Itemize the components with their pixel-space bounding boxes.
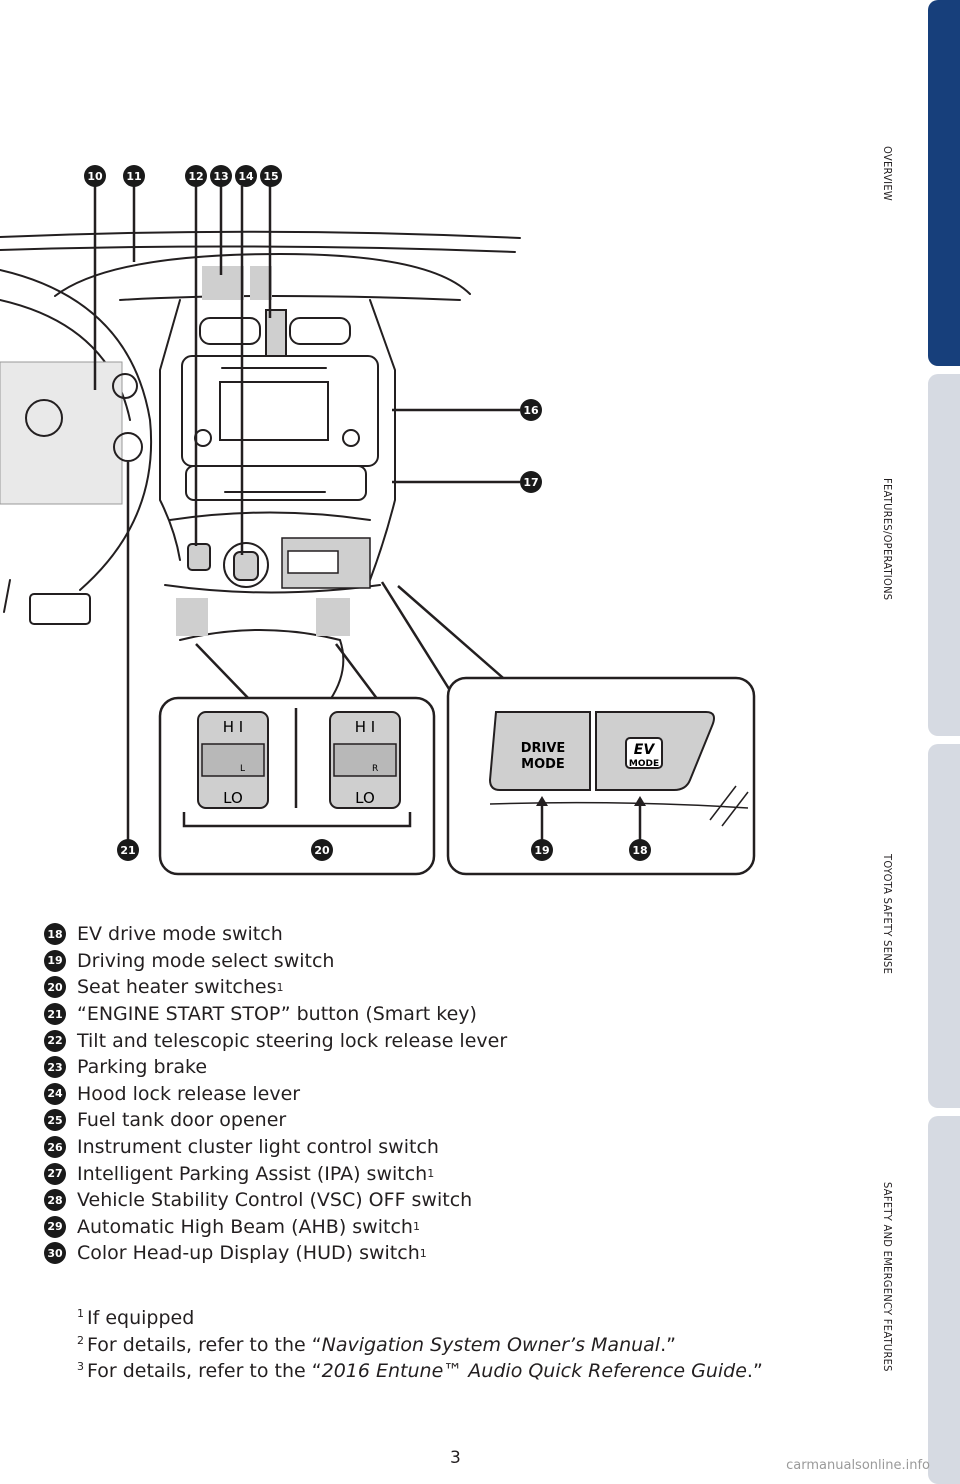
seat-right-side: R <box>372 764 378 774</box>
legend-item: 24 Hood lock release lever <box>44 1081 507 1108</box>
ev-label-1: EV <box>634 742 656 758</box>
legend-text: Tilt and telescopic steering lock releas… <box>77 1029 508 1052</box>
drive-mode-label-2: MODE <box>521 757 565 772</box>
footnote-ref: 1 <box>276 980 284 994</box>
footnote-ref: 1 <box>412 1220 420 1234</box>
legend-text: Automatic High Beam (AHB) switch <box>77 1215 413 1238</box>
legend-item: 21 “ENGINE START STOP” button (Smart key) <box>44 1001 507 1028</box>
legend-number: 29 <box>44 1215 66 1238</box>
legend-number: 21 <box>44 1003 66 1026</box>
callout-19: 19 <box>534 844 549 857</box>
legend-text: EV drive mode switch <box>77 923 283 946</box>
legend-item: 26 Instrument cluster light control switc… <box>44 1134 507 1161</box>
callout-21: 21 <box>120 844 135 857</box>
legend-text: Color Head-up Display (HUD) switch <box>77 1242 420 1265</box>
legend-item: 28 Vehicle Stability Control (VSC) OFF sw… <box>44 1187 507 1214</box>
drive-mode-label-1: DRIVE <box>521 741 566 756</box>
legend-list: 18 EV drive mode switch 19 Driving mode se… <box>44 921 507 1267</box>
legend-item: 23 Parking brake <box>44 1054 507 1081</box>
footnote-ref: 1 <box>419 1246 427 1260</box>
ev-label-2: MODE <box>629 759 659 769</box>
tab-safety-label: SAFETY AND EMERGENCY FEATURES <box>881 1182 894 1372</box>
legend-text: Fuel tank door opener <box>77 1109 287 1132</box>
legend-number: 25 <box>44 1109 66 1132</box>
callout-13: 13 <box>213 170 228 183</box>
seat-left-lo: LO <box>223 789 243 807</box>
footnote-ref: 1 <box>427 1167 435 1181</box>
legend-item: 25 Fuel tank door opener <box>44 1107 507 1134</box>
legend-text: Driving mode select switch <box>77 949 335 972</box>
legend-number: 22 <box>44 1029 66 1052</box>
seat-heater-left: H I LO L <box>197 711 269 809</box>
seat-right-hi: H I <box>355 718 375 736</box>
callout-16: 16 <box>523 404 539 417</box>
callout-20: 20 <box>314 844 330 857</box>
seat-left-side: L <box>240 764 245 774</box>
callout-15: 15 <box>263 170 278 183</box>
callout-18: 18 <box>632 844 647 857</box>
legend-text: Parking brake <box>77 1056 208 1079</box>
legend-number: 26 <box>44 1136 66 1159</box>
legend-item: 19 Driving mode select switch <box>44 948 507 975</box>
legend-number: 24 <box>44 1082 66 1105</box>
legend-text: Instrument cluster light control switch <box>77 1136 439 1159</box>
tab-tss-label: TOYOTA SAFETY SENSE <box>881 854 894 975</box>
tab-overview-label: OVERVIEW <box>881 146 894 202</box>
tab-features-label: FEATURES/OPERATIONS <box>881 478 894 601</box>
seat-right-lo: LO <box>355 789 375 807</box>
callout-11: 11 <box>126 170 141 183</box>
seat-left-hi: H I <box>223 718 243 736</box>
legend-number: 19 <box>44 949 66 972</box>
legend-item: 22 Tilt and telescopic steering lock rele… <box>44 1027 507 1054</box>
tab-safety-emergency[interactable]: SAFETY AND EMERGENCY FEATURES <box>881 1116 960 1484</box>
legend-number: 18 <box>44 923 66 946</box>
dashboard-diagram: H I LO L H I LO R DRIVE MODE EV MODE 10 … <box>0 165 756 876</box>
legend-item: 18 EV drive mode switch <box>44 921 507 948</box>
legend-number: 27 <box>44 1162 66 1185</box>
legend-text: Intelligent Parking Assist (IPA) switch <box>77 1162 428 1185</box>
callout-14: 14 <box>238 170 254 183</box>
legend-text: Seat heater switches <box>77 976 277 999</box>
seat-heater-right: H I LO R <box>329 711 401 809</box>
legend-item: 27 Intelligent Parking Assist (IPA) switc… <box>44 1160 507 1187</box>
side-tabs: OVERVIEW FEATURES/OPERATIONS TOYOTA SAFE… <box>881 0 960 1484</box>
page-number: 3 <box>450 1448 461 1468</box>
legend-text: Vehicle Stability Control (VSC) OFF swit… <box>77 1189 473 1212</box>
tab-toyota-safety-sense[interactable]: TOYOTA SAFETY SENSE <box>881 744 960 1108</box>
callout-17: 17 <box>523 476 538 489</box>
legend-number: 30 <box>44 1242 66 1265</box>
tab-features-operations[interactable]: FEATURES/OPERATIONS <box>881 374 960 736</box>
callout-12: 12 <box>188 170 203 183</box>
callout-10: 10 <box>87 170 103 183</box>
legend-number: 20 <box>44 976 66 999</box>
tab-overview[interactable]: OVERVIEW <box>881 0 960 366</box>
watermark: carmanualsonline.info <box>786 1458 930 1473</box>
legend-text: “ENGINE START STOP” button (Smart key) <box>77 1003 477 1026</box>
legend-number: 28 <box>44 1189 66 1212</box>
legend-number: 23 <box>44 1056 66 1079</box>
legend-text: Hood lock release lever <box>77 1082 301 1105</box>
